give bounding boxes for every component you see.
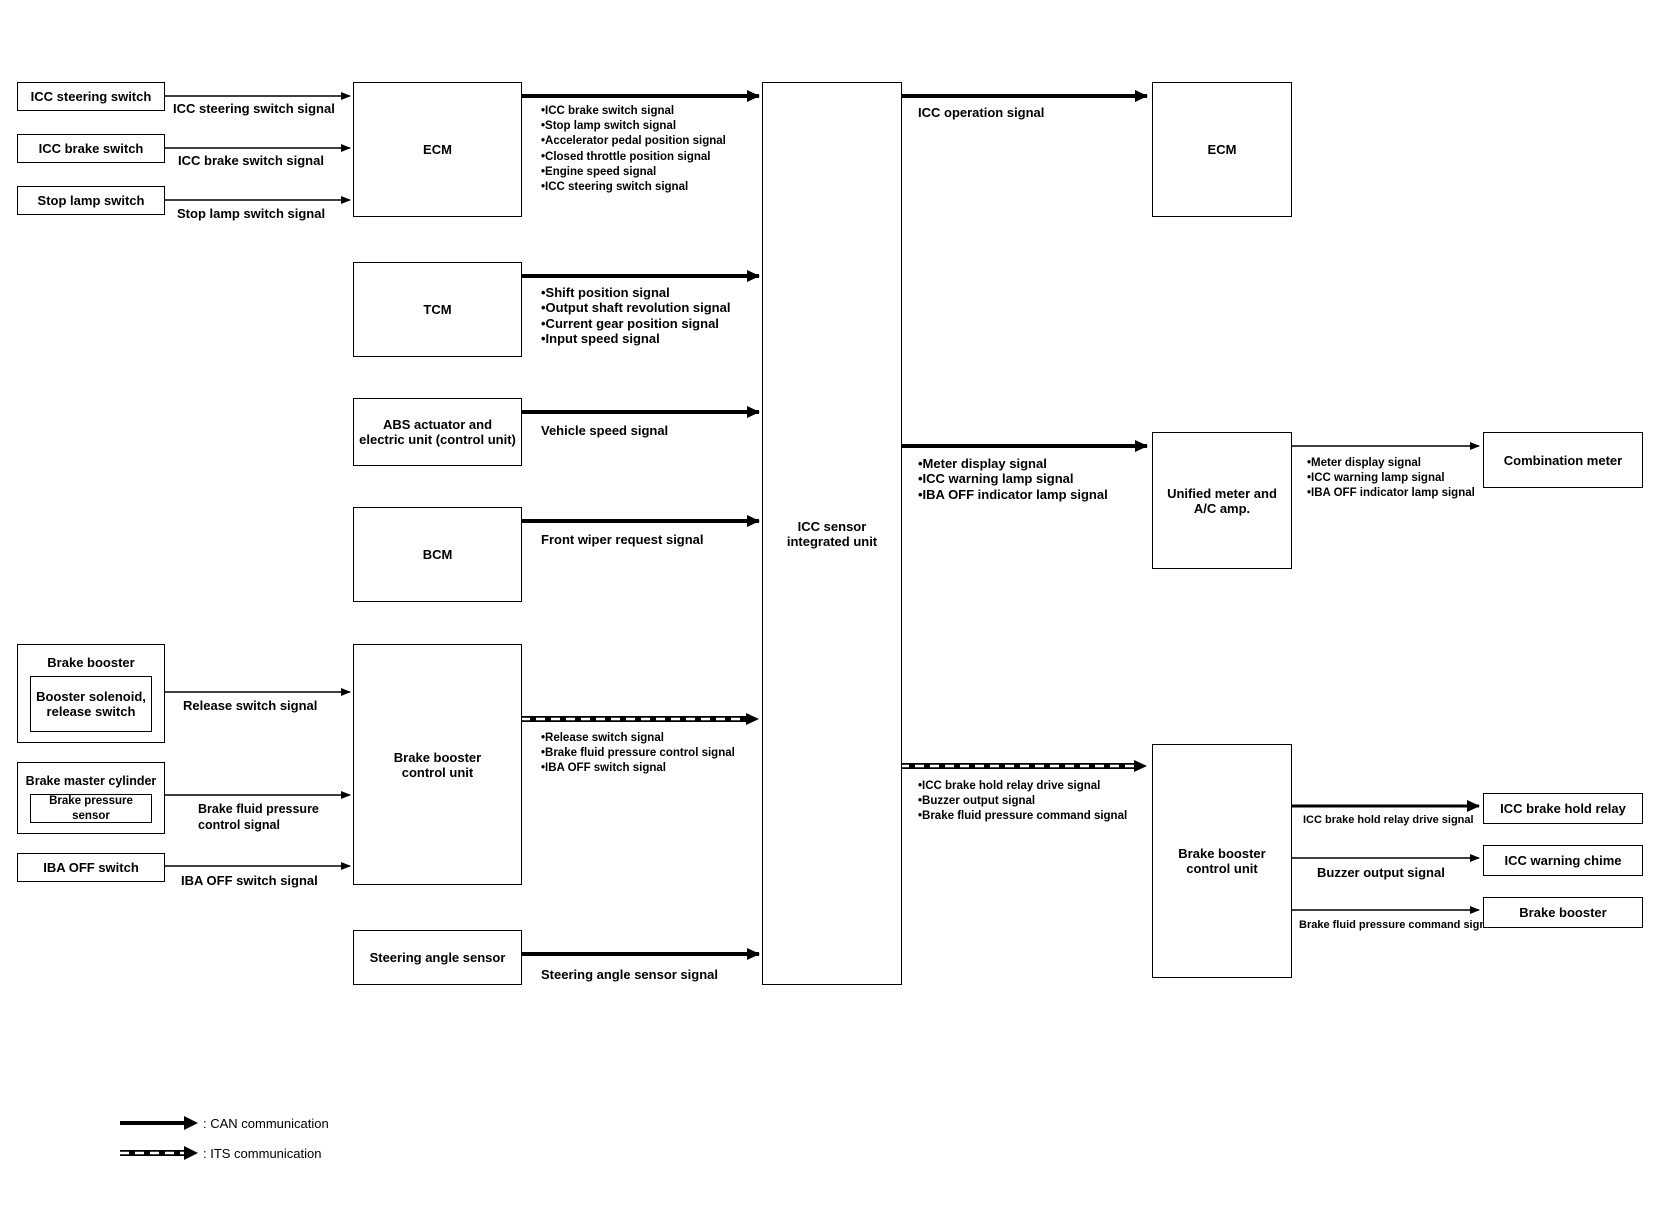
list-item: •Engine speed signal <box>541 165 657 178</box>
brake-booster-out-box: Brake booster <box>1483 897 1643 928</box>
icc-to-meter-signal-list: •Meter display signal •ICC warning lamp … <box>918 456 1108 502</box>
vehicle-speed-signal-label: Vehicle speed signal <box>541 423 669 438</box>
combination-meter-box: Combination meter <box>1483 432 1643 488</box>
icc-brake-hold-relay-drive-signal-label: ICC brake hold relay drive signal <box>1303 814 1474 826</box>
bcm-box: BCM <box>353 507 522 602</box>
iba-off-switch-signal-label: IBA OFF switch signal <box>181 873 318 888</box>
icc-sensor-integrated-unit-box: ICC sensor integrated unit <box>762 82 902 985</box>
brake-pressure-sensor-box: Brake pressure sensor <box>30 794 152 823</box>
its-bbcu-to-icc-head <box>746 713 759 725</box>
legend-its-label: : ITS communication <box>203 1146 322 1161</box>
list-item: •ICC warning lamp signal <box>1307 472 1445 485</box>
front-wiper-request-signal-label: Front wiper request signal <box>541 532 704 547</box>
brake-booster-group-title: Brake booster <box>47 655 135 670</box>
buzzer-output-signal-label: Buzzer output signal <box>1317 865 1445 880</box>
list-item: •ICC brake switch signal <box>541 105 675 117</box>
ecm-right-box: ECM <box>1152 82 1292 217</box>
icc-to-bbcu-signal-list: •ICC brake hold relay drive signal •Buzz… <box>918 779 1127 825</box>
iba-off-switch-box: IBA OFF switch <box>17 853 165 882</box>
brake-booster-group: Brake booster Booster solenoid, release … <box>17 644 165 743</box>
legend-can-head <box>184 1116 198 1130</box>
list-item: •Meter display signal <box>918 456 1047 471</box>
steering-angle-sensor-box: Steering angle sensor <box>353 930 522 985</box>
icc-brake-hold-relay-box: ICC brake hold relay <box>1483 793 1643 824</box>
icc-warning-chime-box: ICC warning chime <box>1483 845 1643 876</box>
brake-booster-control-unit-right-box: Brake booster control unit <box>1152 744 1292 978</box>
bbcu-to-icc-signal-list: •Release switch signal •Brake fluid pres… <box>541 731 735 777</box>
list-item: •IBA OFF indicator lamp signal <box>918 486 1108 502</box>
meter-to-combination-signal-list: •Meter display signal •ICC warning lamp … <box>1307 456 1475 502</box>
list-item: •Meter display signal <box>1307 457 1421 469</box>
icc-steering-switch-signal-label: ICC steering switch signal <box>173 101 335 116</box>
brake-fluid-pressure-command-signal-label: Brake fluid pressure command signal <box>1299 919 1496 931</box>
icc-steering-switch-box: ICC steering switch <box>17 82 165 111</box>
list-item: •Brake fluid pressure command signal <box>918 810 1128 823</box>
booster-solenoid-box: Booster solenoid, release switch <box>30 676 152 732</box>
list-item: •Release switch signal <box>541 732 664 744</box>
icc-brake-switch-box: ICC brake switch <box>17 134 165 163</box>
list-item: •Accelerator pedal position signal <box>541 135 726 148</box>
list-item: •Input speed signal <box>541 330 660 346</box>
list-item: •ICC steering switch signal <box>541 181 689 194</box>
tcm-to-icc-signal-list: •Shift position signal •Output shaft rev… <box>541 285 730 346</box>
list-item: •Stop lamp switch signal <box>541 120 677 133</box>
brake-fluid-pressure-control-signal-label: Brake fluid pressure control signal <box>198 802 319 832</box>
steering-angle-sensor-signal-label: Steering angle sensor signal <box>541 967 718 982</box>
legend-its-head <box>184 1146 198 1160</box>
ecm-left-box: ECM <box>353 82 522 217</box>
abs-box: ABS actuator and electric unit (control … <box>353 398 522 466</box>
its-icc-to-bbcu-head <box>1134 760 1147 772</box>
brake-master-cylinder-title: Brake master cylinder <box>25 774 157 788</box>
ecm-to-icc-signal-list: •ICC brake switch signal •Stop lamp swit… <box>541 104 726 195</box>
list-item: •IBA OFF switch signal <box>541 762 667 775</box>
list-item: •Closed throttle position signal <box>541 150 711 163</box>
brake-booster-control-unit-left-box: Brake booster control unit <box>353 644 522 885</box>
unified-meter-box: Unified meter and A/C amp. <box>1152 432 1292 569</box>
list-item: •ICC warning lamp signal <box>918 471 1074 487</box>
list-item: •IBA OFF indicator lamp signal <box>1307 487 1475 500</box>
stop-lamp-switch-signal-label: Stop lamp switch signal <box>177 206 326 221</box>
release-switch-signal-label: Release switch signal <box>183 698 318 713</box>
list-item: •Current gear position signal <box>541 315 719 331</box>
list-item: •Brake fluid pressure control signal <box>541 747 735 760</box>
icc-operation-signal-label: ICC operation signal <box>918 105 1045 120</box>
list-item: •Shift position signal <box>541 285 670 300</box>
tcm-box: TCM <box>353 262 522 357</box>
list-item: •Output shaft revolution signal <box>541 300 731 316</box>
list-item: •ICC brake hold relay drive signal <box>918 780 1101 792</box>
legend-can-label: : CAN communication <box>203 1116 329 1131</box>
brake-master-cylinder-group: Brake master cylinder Brake pressure sen… <box>17 762 165 834</box>
list-item: •Buzzer output signal <box>918 795 1036 808</box>
stop-lamp-switch-box: Stop lamp switch <box>17 186 165 215</box>
icc-brake-switch-signal-label: ICC brake switch signal <box>178 153 324 168</box>
